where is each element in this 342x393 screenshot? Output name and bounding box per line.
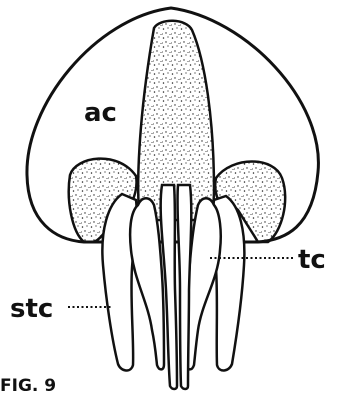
- figure-caption: FIG. 9: [0, 376, 56, 393]
- label-ac: ac: [84, 98, 117, 128]
- central-tentacle-right: [177, 185, 191, 389]
- label-stc: stc: [10, 294, 53, 324]
- label-tc: tc: [298, 245, 326, 275]
